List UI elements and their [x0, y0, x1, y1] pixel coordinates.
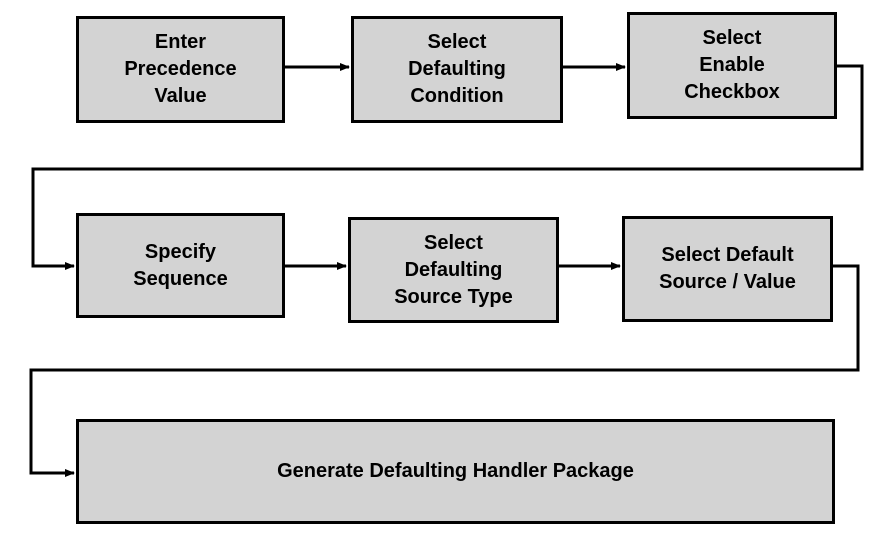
step-generate-defaulting-handler-package: Generate Defaulting Handler Package — [76, 419, 835, 524]
step-specify-sequence: Specify Sequence — [76, 213, 285, 318]
step-label: Specify Sequence — [133, 240, 228, 290]
step-label: Enter Precedence Value — [124, 31, 237, 107]
step-label: Select Defaulting Condition — [408, 31, 506, 107]
step-select-default-source-value: Select Default Source / Value — [622, 216, 833, 322]
step-label: Select Enable Checkbox — [684, 27, 780, 103]
step-select-defaulting-source-type: Select Defaulting Source Type — [348, 217, 559, 323]
step-label: Select Defaulting Source Type — [394, 231, 513, 308]
arrow-step6-to-step7 — [29, 264, 860, 477]
step-enter-precedence-value: Enter Precedence Value — [76, 16, 285, 123]
step-select-defaulting-condition: Select Defaulting Condition — [351, 16, 563, 123]
arrow-step3-to-step4 — [31, 64, 864, 270]
step-label: Generate Defaulting Handler Package — [277, 460, 634, 482]
step-select-enable-checkbox: Select Enable Checkbox — [627, 12, 837, 119]
step-label: Select Default Source / Value — [659, 244, 796, 293]
